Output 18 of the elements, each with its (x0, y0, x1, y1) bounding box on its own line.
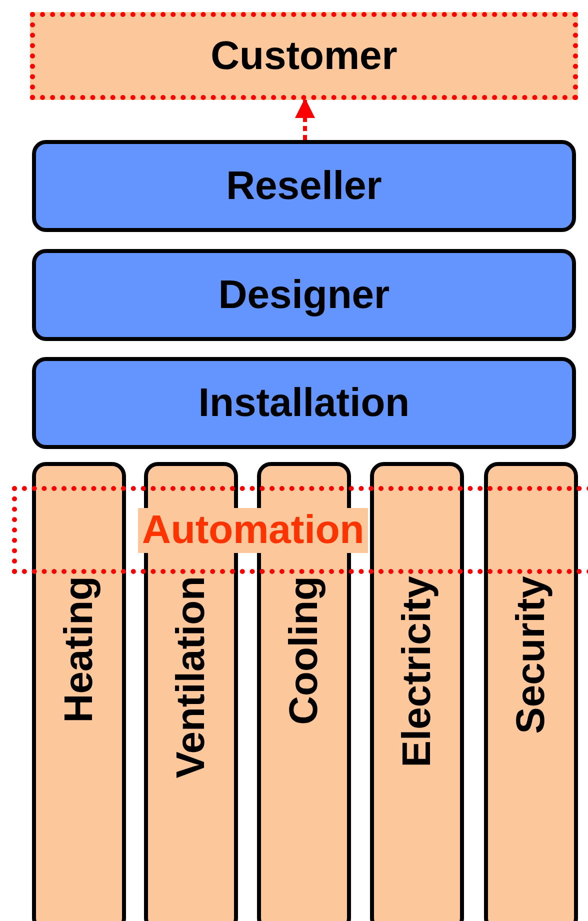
layer-label: Electricity (394, 576, 440, 768)
arrow (295, 98, 315, 140)
layer-label: Automation (138, 508, 368, 552)
layer-label: Cooling (282, 576, 326, 725)
layer-label: Reseller (226, 164, 382, 208)
layer-label: Designer (218, 272, 390, 318)
column-box (370, 462, 464, 921)
customer-box (30, 12, 578, 100)
column-box (32, 462, 126, 921)
column-box (484, 462, 578, 921)
layer-box (32, 249, 576, 341)
layer-label: Security (508, 576, 554, 734)
layer-label: Installation (198, 380, 410, 426)
layer-box (32, 357, 576, 449)
layer-label: Ventilation (168, 576, 214, 778)
layer-label: Heating (56, 576, 102, 723)
layer-label: Customer (210, 34, 398, 78)
layer-box (32, 140, 576, 232)
